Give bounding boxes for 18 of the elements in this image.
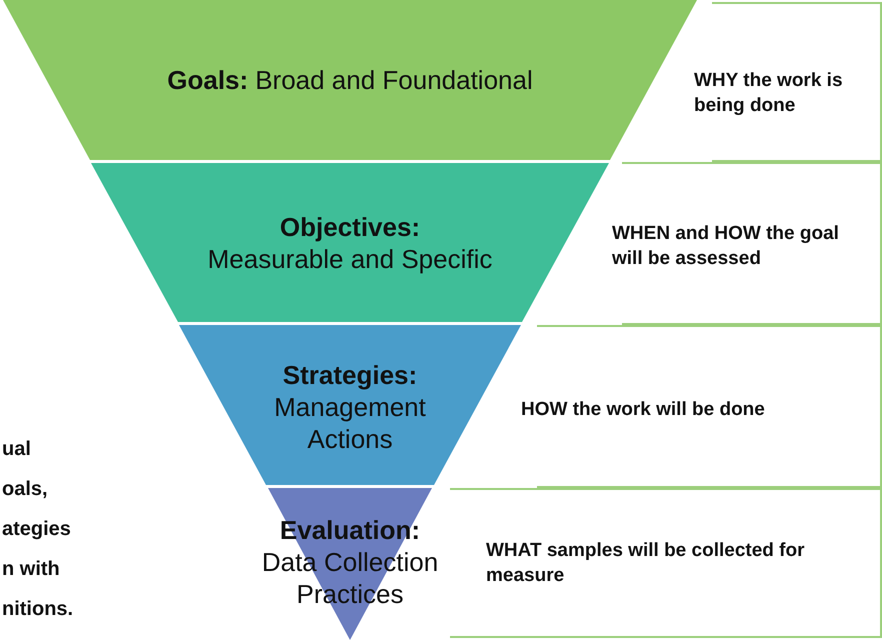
description-text: WHAT samples will be collected for measure	[486, 539, 806, 588]
side-note: oals,	[2, 477, 48, 501]
tier-heading: Strategies:	[282, 359, 418, 391]
description-text: WHY the work is being done	[694, 69, 844, 118]
tier-heading: Goals:	[167, 65, 248, 95]
side-note: nitions.	[2, 597, 74, 621]
pyramid-tier	[88, 163, 612, 322]
tier-heading: Objectives:	[278, 211, 422, 243]
side-note: ual	[2, 437, 31, 461]
description-text: HOW the work will be done	[521, 398, 766, 422]
tier-text: Broad and Foundational	[255, 65, 533, 95]
description-text: WHEN and HOW the goal will be assessed	[612, 222, 840, 271]
description-panel	[450, 488, 882, 638]
tier-text: Measurable and Specific	[206, 243, 494, 275]
side-note: ategies	[2, 517, 71, 541]
side-note: n with	[2, 557, 60, 581]
pyramid-tier	[176, 325, 524, 485]
tier-text: Management Actions	[273, 391, 427, 455]
